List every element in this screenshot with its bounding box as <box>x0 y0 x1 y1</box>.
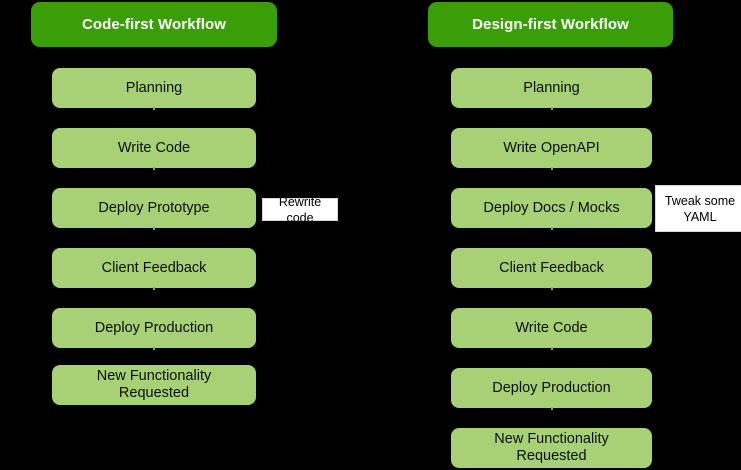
step-label: Deploy Production <box>492 379 611 396</box>
workflow-header-design-first: Design-first Workflow <box>428 2 673 47</box>
step-label: Client Feedback <box>499 259 604 276</box>
connector-stub-icon <box>550 287 553 290</box>
step-box-code-first-deploy-production[interactable]: Deploy Production <box>52 308 256 350</box>
connector-stub-icon <box>153 227 155 230</box>
step-box-design-first-deploy-docs-mocks[interactable]: Deploy Docs / Mocks <box>451 188 652 230</box>
step-box-design-first-write-code[interactable]: Write Code <box>451 308 652 350</box>
step-label: Write Code <box>515 319 588 336</box>
connector-stub-icon <box>153 347 155 350</box>
step-box-code-first-client-feedback[interactable]: Client Feedback <box>52 248 256 290</box>
step-box-design-first-write-openapi[interactable]: Write OpenAPI <box>451 128 652 170</box>
step-label: Client Feedback <box>101 259 207 276</box>
connector-stub-icon <box>550 167 553 170</box>
step-box-design-first-planning[interactable]: Planning <box>451 68 652 110</box>
workflow-header-code-first: Code-first Workflow <box>31 2 277 47</box>
step-box-code-first-write-code[interactable]: Write Code <box>52 128 256 170</box>
step-label: Write Code <box>117 139 191 156</box>
step-label: Deploy Docs / Mocks <box>483 199 620 216</box>
step-box-design-first-deploy-production[interactable]: Deploy Production <box>451 368 652 410</box>
connector-stub-icon <box>550 407 553 410</box>
connector-stub-icon <box>550 347 553 350</box>
step-label: Deploy Prototype <box>98 199 210 216</box>
step-label: Write OpenAPI <box>503 139 600 156</box>
step-label: Planning <box>125 79 183 96</box>
connector-stub-icon <box>153 287 155 290</box>
step-box-code-first-planning[interactable]: Planning <box>52 68 256 110</box>
step-box-design-first-client-feedback[interactable]: Client Feedback <box>451 248 652 290</box>
connector-stub-icon <box>153 167 155 170</box>
connector-stub-icon <box>550 107 553 110</box>
step-label: Deploy Production <box>94 319 214 336</box>
annotation-label: Rewrite code <box>278 194 322 225</box>
connector-stub-icon <box>550 227 553 230</box>
step-label: Planning <box>523 79 580 96</box>
connector-stub-icon <box>153 107 155 110</box>
step-box-code-first-deploy-prototype[interactable]: Deploy Prototype <box>52 188 256 230</box>
annotation-note-rewrite-code: Rewrite code <box>262 195 338 225</box>
